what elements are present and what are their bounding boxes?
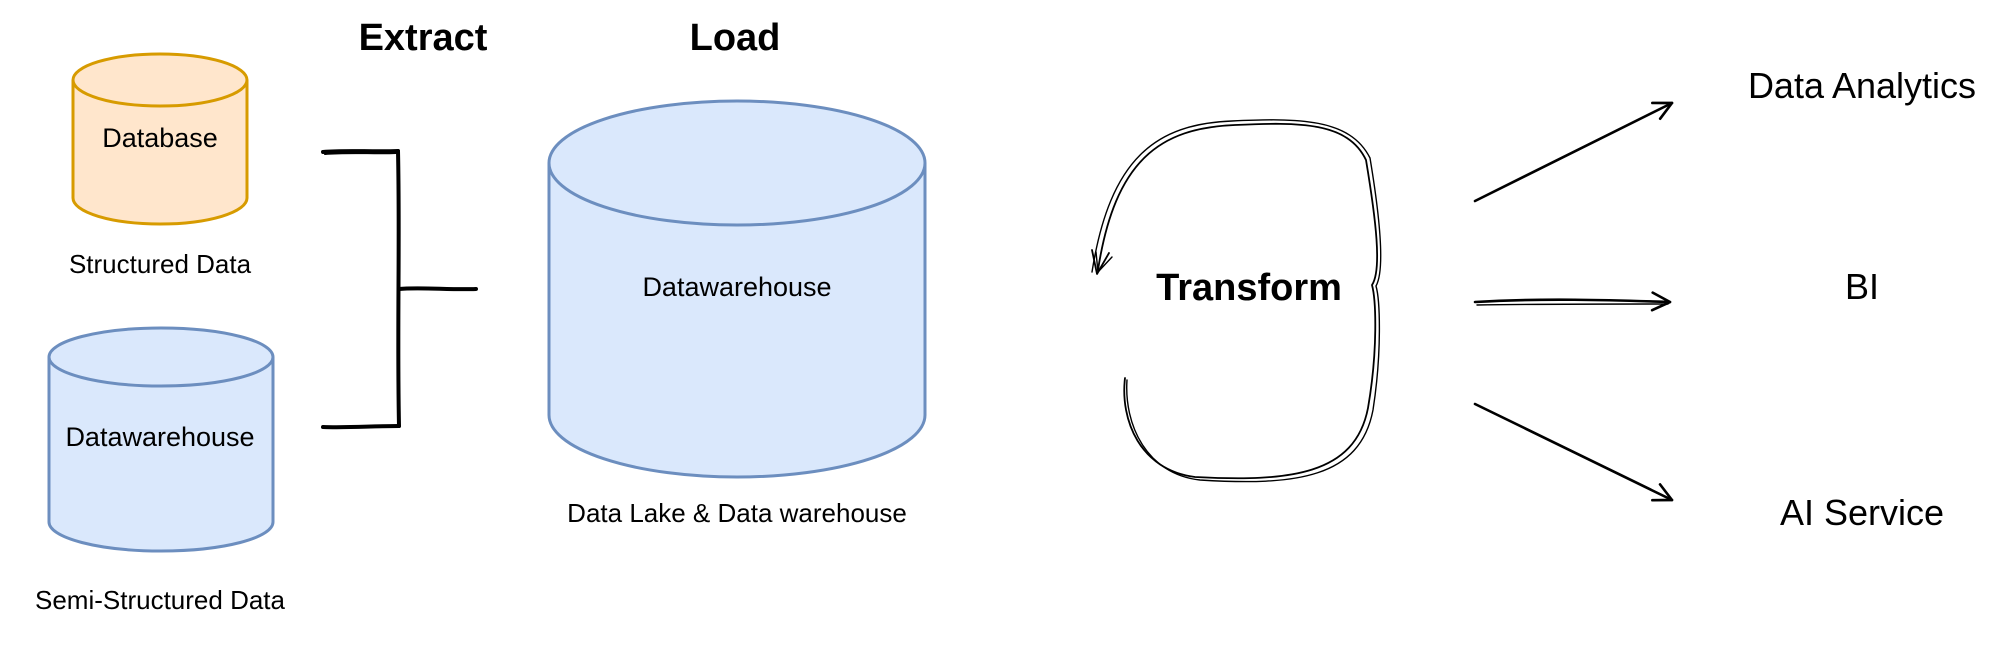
extract-bracket [321, 149, 478, 430]
data-lake-caption: Data Lake & Data warehouse [567, 498, 907, 528]
arrow-to-analytics [1473, 101, 1674, 203]
datawarehouse-label: Datawarehouse [642, 272, 831, 302]
datawarehouse-cylinder: Datawarehouse [547, 99, 927, 479]
structured-data-caption: Structured Data [69, 249, 252, 279]
semi-datawarehouse-label: Datawarehouse [65, 422, 254, 452]
semi-structured-cylinder: Datawarehouse [47, 326, 275, 553]
arrow-to-bi [1473, 291, 1672, 312]
bi-label: BI [1845, 266, 1879, 307]
semi-structured-data-caption: Semi-Structured Data [35, 585, 286, 615]
ai-service-label: AI Service [1780, 492, 1944, 533]
data-analytics-label: Data Analytics [1748, 65, 1976, 106]
database-cylinder: Database [71, 52, 249, 226]
load-heading: Load [690, 17, 781, 59]
extract-heading: Extract [359, 17, 488, 59]
database-label: Database [102, 123, 218, 153]
transform-label: Transform [1156, 267, 1342, 309]
arrow-to-ai [1473, 402, 1674, 502]
transform-loop [1091, 119, 1382, 483]
